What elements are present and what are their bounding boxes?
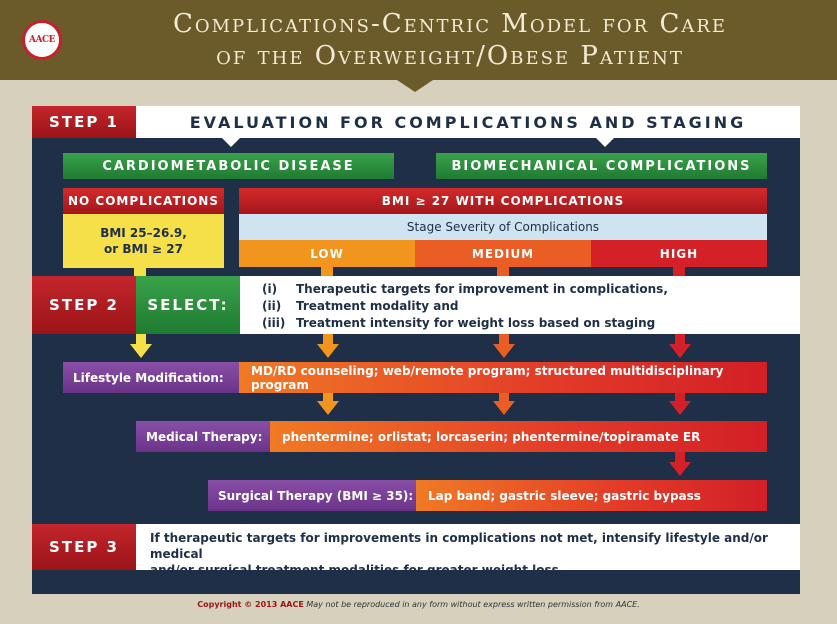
select-box: SELECT: — [136, 276, 240, 334]
medical-text: phentermine; orlistat; lorcaserin; phent… — [270, 421, 767, 452]
severity-high: HIGH — [591, 240, 767, 267]
arrow-medium-down-2-icon — [493, 401, 515, 415]
surgical-text: Lap band; gastric sleeve; gastric bypass — [416, 480, 767, 511]
arrow-high-down-icon — [669, 344, 691, 358]
item-number: (ii) — [262, 299, 282, 313]
aace-logo: AACE — [22, 20, 62, 60]
step3-text: If therapeutic targets for improvements … — [136, 524, 800, 577]
step3-text-line-2: and/or surgical treatment modalities for… — [150, 563, 559, 577]
surgical-label: Surgical Therapy (BMI ≥ 35): — [208, 480, 416, 511]
arrow-low-down-2-icon — [317, 401, 339, 415]
model-panel: STEP 1 EVALUATION FOR COMPLICATIONS AND … — [32, 106, 800, 594]
page-title: Complications-Centric Model for Care of … — [80, 8, 820, 72]
bmi-range-line-1: BMI 25–26.9, — [100, 226, 187, 240]
medical-label: Medical Therapy: — [136, 421, 270, 452]
step1-label: STEP 1 — [32, 106, 136, 138]
step2-label: STEP 2 — [32, 276, 136, 334]
item-number: (i) — [262, 282, 278, 296]
arrow-low-down-icon — [317, 344, 339, 358]
select-list: (i) Therapeutic targets for improvement i… — [240, 276, 800, 334]
arrow-stem-high-3 — [675, 452, 685, 462]
bmi-with-complications-box: BMI ≥ 27 WITH COMPLICATIONS — [239, 188, 767, 214]
copyright-footer: Copyright © 2013 AACE May not be reprodu… — [0, 600, 837, 609]
step1-heading: EVALUATION FOR COMPLICATIONS AND STAGING — [136, 106, 800, 138]
arrow-high-down-2-icon — [669, 401, 691, 415]
header-notch — [397, 80, 433, 92]
lifestyle-label: Lifestyle Modification: — [63, 362, 239, 393]
connector-medium — [497, 267, 509, 278]
arrow-stem-medium — [499, 334, 509, 344]
copyright-notice: May not be reproduced in any form withou… — [306, 600, 640, 609]
biomechanical-box: BIOMECHANICAL COMPLICATIONS — [436, 153, 767, 179]
connector-high — [673, 267, 685, 278]
arrow-stem-none — [136, 334, 146, 344]
step3-label: STEP 3 — [32, 524, 136, 570]
no-complications-box: NO COMPLICATIONS — [63, 188, 224, 214]
item-text: Treatment modality and — [296, 299, 459, 313]
connector-none — [134, 268, 146, 278]
arrow-medium-down-icon — [493, 344, 515, 358]
select-item-3: (iii) Treatment intensity for weight loss… — [262, 315, 800, 332]
lifestyle-text: MD/RD counseling; web/remote program; st… — [239, 362, 767, 393]
bmi-range-box: BMI 25–26.9, or BMI ≥ 27 — [63, 214, 224, 268]
arrow-none-down-icon — [130, 344, 152, 358]
select-item-2: (ii) Treatment modality and — [262, 298, 800, 315]
connector-low — [321, 267, 333, 278]
logo-text: AACE — [29, 35, 56, 45]
title-line-1: Complications-Centric Model for Care — [172, 9, 728, 39]
arrow-high-down-3-icon — [669, 462, 691, 476]
arrow-stem-low — [323, 334, 333, 344]
item-text: Treatment intensity for weight loss base… — [296, 316, 656, 330]
step1-arrow-right — [596, 138, 614, 147]
arrow-stem-medium-2 — [499, 393, 509, 401]
arrow-stem-high — [675, 334, 685, 344]
stage-severity-box: Stage Severity of Complications — [239, 214, 767, 240]
step1-arrow-left — [222, 138, 240, 147]
bmi-range-line-2: or BMI ≥ 27 — [103, 242, 183, 256]
item-text: Therapeutic targets for improvement in c… — [296, 282, 668, 296]
severity-medium: MEDIUM — [415, 240, 591, 267]
title-line-2: of the Overweight/Obese Patient — [216, 41, 684, 71]
step3-text-line-1: If therapeutic targets for improvements … — [150, 531, 768, 561]
header-bar: AACE Complications-Centric Model for Car… — [0, 0, 837, 80]
copyright-text: Copyright © 2013 AACE — [197, 600, 304, 609]
arrow-stem-low-2 — [323, 393, 333, 401]
arrow-stem-high-2 — [675, 393, 685, 401]
cardiometabolic-box: CARDIOMETABOLIC DISEASE — [63, 153, 394, 179]
severity-low: LOW — [239, 240, 415, 267]
item-number: (iii) — [262, 316, 286, 330]
select-item-1: (i) Therapeutic targets for improvement i… — [262, 281, 800, 298]
